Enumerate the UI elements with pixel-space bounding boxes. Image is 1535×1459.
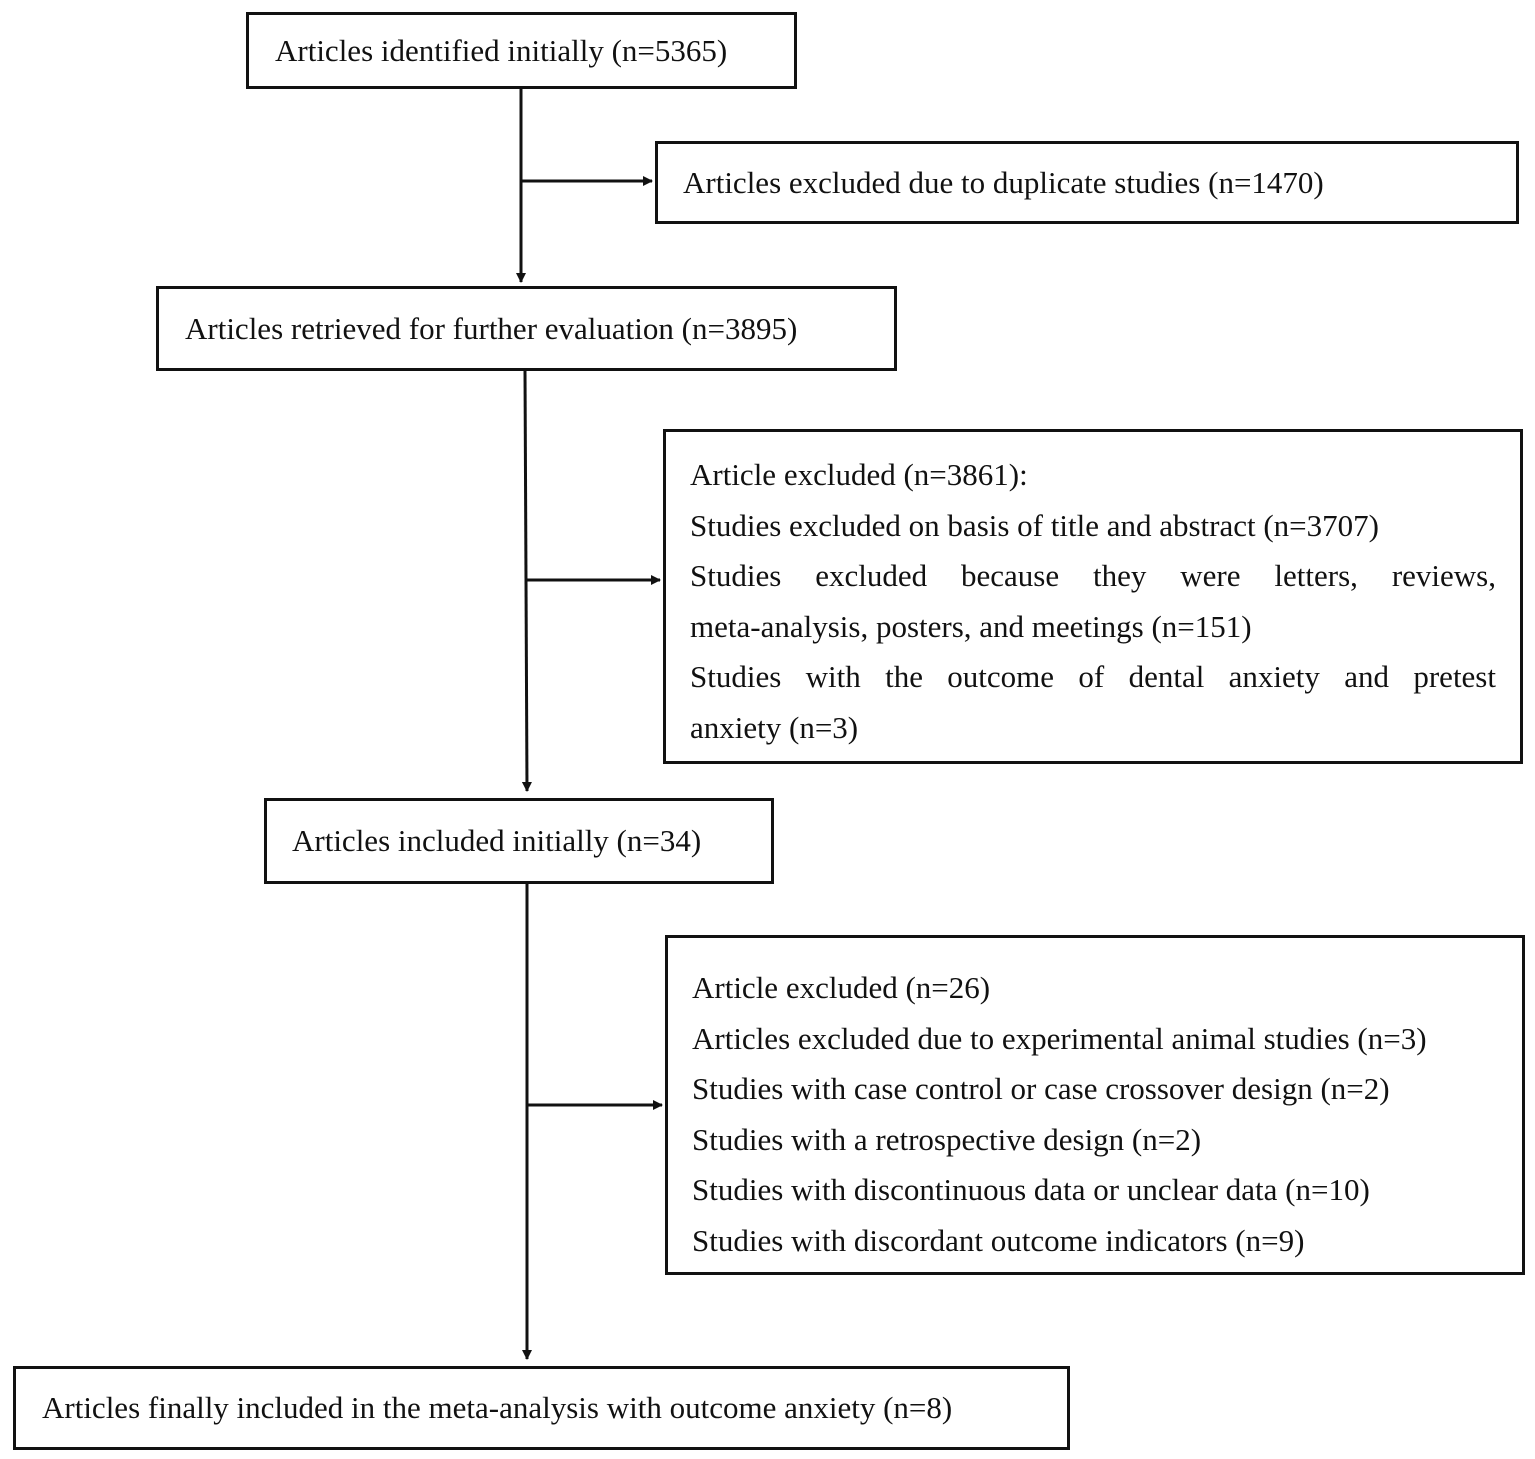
node-articles-identified-text: Articles identified initially (n=5365) [275, 32, 728, 68]
excluded-screening-item-line: Studies excluded because they were lette… [690, 558, 1496, 593]
excluded-screening-item-line: Studies with the outcome of dental anxie… [690, 659, 1496, 694]
node-articles-retrieved-text: Articles retrieved for further evaluatio… [185, 310, 798, 346]
excluded-fulltext-item: Studies with a retrospective design (n=2… [692, 1121, 1202, 1157]
excluded-fulltext-item: Studies with discontinuous data or uncle… [692, 1172, 1370, 1207]
node-articles-included-text: Articles included initially (n=34) [292, 823, 702, 858]
excluded-fulltext-heading: Article excluded (n=26) [692, 970, 991, 1005]
excluded-fulltext-item: Studies with discordant outcome indicato… [692, 1222, 1305, 1258]
excluded-screening-item-line: anxiety (n=3) [690, 709, 859, 745]
node-excluded-fulltext: Article excluded (n=26) Articles exclude… [665, 935, 1525, 1275]
excluded-fulltext-item: Articles excluded due to experimental an… [692, 1020, 1427, 1056]
excluded-screening-item: Studies excluded on basis of title and a… [690, 507, 1379, 543]
node-articles-final-text: Articles finally included in the meta-an… [42, 1390, 953, 1425]
excluded-screening-item-line: meta-analysis, posters, and meetings (n=… [690, 608, 1252, 644]
excluded-fulltext-item: Studies with case control or case crosso… [692, 1071, 1390, 1106]
node-duplicates-excluded: Articles excluded due to duplicate studi… [655, 141, 1519, 224]
node-articles-final: Articles finally included in the meta-an… [13, 1366, 1070, 1450]
excluded-screening-heading: Article excluded (n=3861): [690, 457, 1028, 492]
node-articles-included: Articles included initially (n=34) [264, 798, 774, 884]
node-articles-identified: Articles identified initially (n=5365) [246, 12, 797, 89]
node-excluded-screening: Article excluded (n=3861): Studies exclu… [663, 429, 1523, 764]
node-duplicates-excluded-text: Articles excluded due to duplicate studi… [683, 164, 1324, 200]
node-articles-retrieved: Articles retrieved for further evaluatio… [156, 286, 897, 371]
